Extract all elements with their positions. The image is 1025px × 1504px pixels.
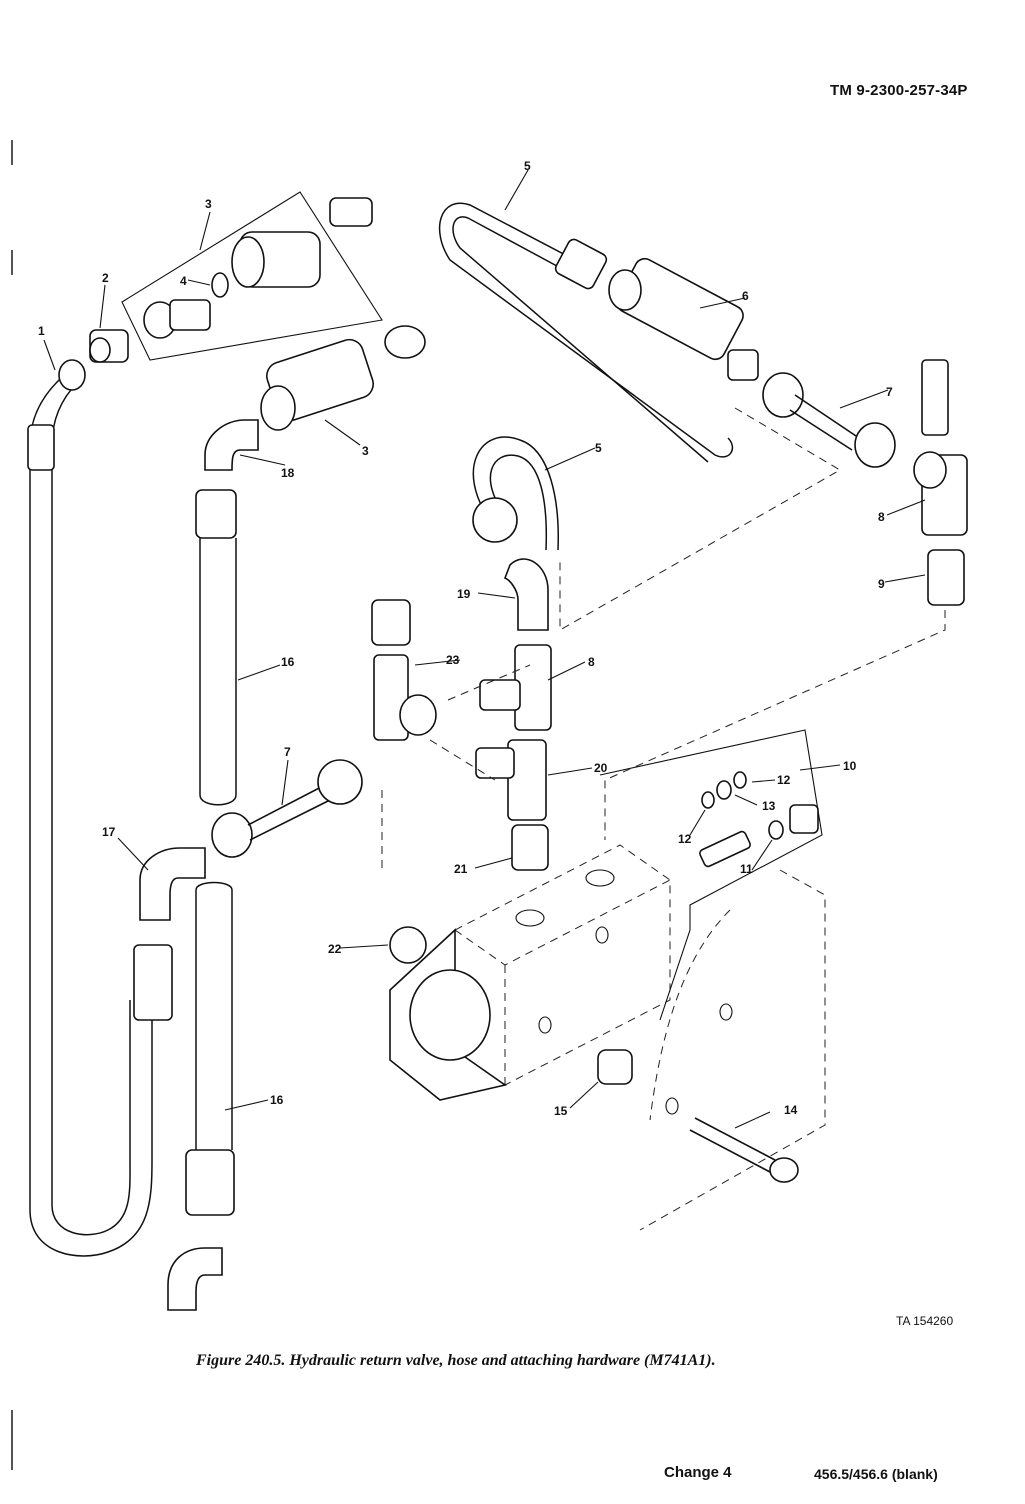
callout-5a: 5 bbox=[524, 159, 531, 173]
tube-7-lower bbox=[211, 759, 363, 858]
hose-16-upper bbox=[195, 419, 259, 806]
callout-5b: 5 bbox=[595, 441, 602, 455]
page-number: 456.5/456.6 (blank) bbox=[814, 1466, 938, 1482]
callout-18: 18 bbox=[281, 466, 295, 480]
callout-12b: 12 bbox=[678, 832, 692, 846]
callout-9: 9 bbox=[878, 577, 885, 591]
screw-14 bbox=[689, 1117, 799, 1183]
callout-1: 1 bbox=[38, 324, 45, 338]
callout-8b: 8 bbox=[588, 655, 595, 669]
tee-8-center bbox=[479, 644, 552, 731]
callout-6: 6 bbox=[742, 289, 749, 303]
tube-7-upper bbox=[762, 372, 896, 468]
coupling-assembly-3-box bbox=[121, 191, 383, 361]
tee-8-upper bbox=[913, 359, 968, 536]
callout-13: 13 bbox=[762, 799, 776, 813]
callout-14: 14 bbox=[784, 1103, 798, 1117]
nut-22 bbox=[389, 926, 427, 964]
callout-2: 2 bbox=[102, 271, 109, 285]
hose-1 bbox=[27, 359, 173, 1257]
elbow-17 bbox=[139, 847, 206, 921]
callout-11: 11 bbox=[740, 862, 753, 876]
callout-16b: 16 bbox=[270, 1093, 284, 1107]
ta-number: TA 154260 bbox=[896, 1314, 954, 1328]
callout-4: 4 bbox=[180, 274, 187, 288]
check-valve-6 bbox=[554, 238, 759, 381]
callout-7b: 7 bbox=[284, 745, 291, 759]
fitting-21 bbox=[511, 824, 549, 871]
leader-lines bbox=[43, 169, 926, 1129]
change-number: Change 4 bbox=[664, 1464, 732, 1481]
callout-12a: 12 bbox=[777, 773, 791, 787]
callouts: 1 2 3 4 5 6 3 5 7 8 9 18 19 8 23 16 7 20… bbox=[38, 159, 893, 1118]
callout-3a: 3 bbox=[205, 197, 212, 211]
connection-lines bbox=[381, 407, 946, 870]
callout-19: 19 bbox=[457, 587, 471, 601]
callout-15: 15 bbox=[554, 1104, 568, 1118]
callout-22: 22 bbox=[328, 942, 342, 956]
document-number: TM 9-2300-257-34P bbox=[830, 82, 968, 99]
elbow-19 bbox=[503, 558, 549, 631]
coupling-3 bbox=[260, 325, 426, 431]
return-valve-10 bbox=[389, 729, 826, 1231]
callout-17: 17 bbox=[102, 825, 116, 839]
callout-10: 10 bbox=[843, 759, 857, 773]
callout-23: 23 bbox=[446, 653, 460, 667]
tee-23 bbox=[371, 599, 437, 741]
tube-5-lower bbox=[472, 436, 559, 551]
hardware-11-13 bbox=[699, 771, 819, 868]
callout-7a: 7 bbox=[886, 385, 893, 399]
callout-8a: 8 bbox=[878, 510, 885, 524]
tube-5-upper bbox=[438, 202, 734, 463]
tee-20 bbox=[475, 739, 547, 821]
callout-20: 20 bbox=[594, 761, 608, 775]
callout-21: 21 bbox=[454, 862, 468, 876]
fitting-2 bbox=[89, 329, 129, 363]
spacer-15 bbox=[597, 1049, 633, 1085]
figure-caption: Figure 240.5. Hydraulic return valve, ho… bbox=[196, 1352, 716, 1369]
fitting-9 bbox=[927, 549, 965, 606]
hose-16-lower bbox=[167, 881, 235, 1311]
callout-16a: 16 bbox=[281, 655, 295, 669]
callout-3b: 3 bbox=[362, 444, 369, 458]
